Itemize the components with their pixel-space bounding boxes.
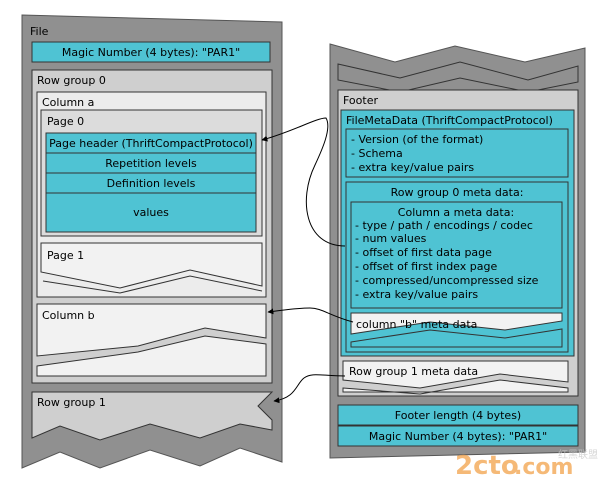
page-1-label: Page 1	[47, 249, 84, 262]
magic-number-top-text: Magic Number (4 bytes): "PAR1"	[62, 46, 240, 59]
values-box	[45, 192, 257, 233]
magic-number-bottom-box	[337, 425, 579, 447]
column-a-metadata-line: - offset of first data page	[355, 246, 492, 259]
column-b-metadata-tear	[350, 328, 563, 348]
file-label: File	[30, 25, 49, 38]
column-a-metadata-box	[350, 201, 563, 309]
watermark: 2cto .com 红黑联盟	[455, 448, 598, 481]
arrow-row-group-1	[273, 374, 346, 404]
rg1-metadata-text: Row group 1 meta data	[349, 365, 478, 378]
filemetadata-fields-box	[345, 128, 569, 178]
watermark-small: 红黑联盟	[558, 448, 598, 461]
row-group-1-shape	[31, 391, 274, 441]
column-b-metadata-text: column "b" meta data	[356, 318, 477, 331]
column-a-metadata-line: - num values	[355, 232, 427, 245]
rg1-metadata-shape	[342, 360, 569, 389]
rg0-metadata-label: Row group 0 meta data:	[391, 186, 524, 199]
watermark-suffix: .com	[514, 455, 573, 480]
column-a-metadata-label: Column a meta data:	[398, 206, 514, 219]
filemetadata-label: FileMetaData (ThriftCompactProtocol)	[346, 114, 553, 127]
column-b-shape	[36, 303, 267, 357]
page-1-tear-line	[42, 275, 263, 294]
page-header-text: Page header (ThriftCompactProtocol)	[49, 137, 253, 150]
magic-number-top-box	[31, 41, 271, 63]
watermark-main: 2cto	[455, 451, 519, 481]
footer-top-tear	[337, 61, 579, 93]
filemetadata-line: - extra key/value pairs	[351, 161, 474, 174]
row-group-1-label: Row group 1	[37, 396, 106, 409]
column-a-metadata-line: - offset of first index page	[355, 260, 497, 273]
column-a-metadata-line: - compressed/uncompressed size	[355, 274, 539, 287]
filemetadata-line: - Version (of the format)	[351, 133, 483, 146]
column-a-label: Column a	[42, 96, 94, 109]
arrow-page0-offset	[261, 117, 346, 247]
magic-number-bottom-text: Magic Number (4 bytes): "PAR1"	[369, 430, 547, 443]
filemetadata-line: - Schema	[351, 147, 403, 160]
footer-length-box	[337, 404, 579, 426]
column-b-lower-shape	[36, 335, 267, 377]
footer-length-text: Footer length (4 bytes)	[395, 409, 521, 422]
page-0-label: Page 0	[47, 115, 84, 128]
rg1-metadata-tear	[342, 379, 569, 395]
column-b-label: Column b	[42, 309, 95, 322]
page-1-shape	[40, 242, 263, 289]
arrow-column-b	[267, 307, 354, 323]
column-b-metadata-shape	[350, 312, 563, 335]
row-group-0-label: Row group 0	[37, 74, 106, 87]
column-a-metadata-line: - type / path / encodings / codec	[355, 219, 533, 232]
column-a-metadata-line: - extra key/value pairs	[355, 288, 478, 301]
footer-label: Footer	[343, 94, 378, 107]
values-text: values	[133, 206, 169, 219]
definition-levels-text: Definition levels	[107, 177, 196, 190]
repetition-levels-text: Repetition levels	[105, 157, 197, 170]
